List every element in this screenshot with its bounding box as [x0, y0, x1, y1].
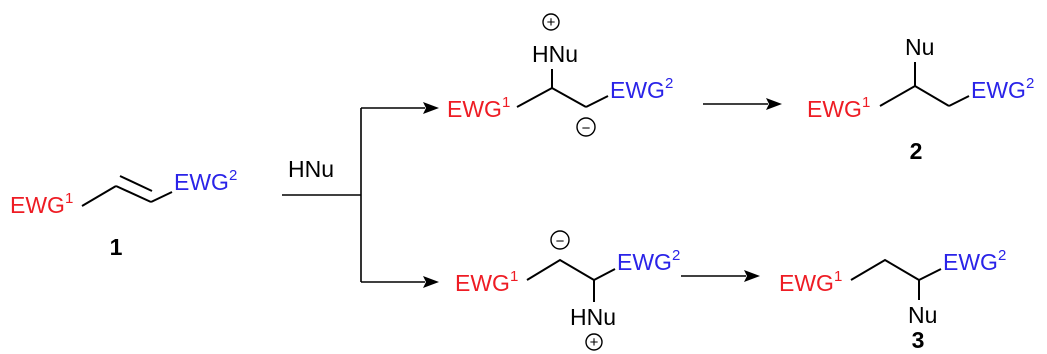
ewg2-label: EWG2: [174, 167, 237, 195]
bond: [516, 86, 587, 108]
nucleophile-label: HNu: [532, 41, 578, 67]
plus-charge-symbol: +: [547, 14, 556, 31]
ewg1-label: EWG1: [807, 94, 870, 122]
ewg1-label: EWG1: [10, 190, 73, 218]
minus-charge-symbol: −: [556, 233, 565, 250]
plus-charge-symbol: +: [590, 334, 599, 351]
compound-label-1: 1: [110, 234, 123, 260]
product-3: EWG1 EWG2 Nu 3: [779, 247, 1006, 353]
ewg2-label: EWG2: [617, 247, 680, 275]
branch-arrows: HNu: [282, 102, 439, 288]
bond: [879, 84, 950, 107]
bond: [850, 258, 920, 281]
starting-alkene: EWG1 EWG2 1: [10, 167, 237, 260]
minus-charge-icon: [576, 117, 596, 137]
bond-blue: [150, 191, 173, 203]
bond: [81, 185, 117, 207]
ewg1-label: EWG1: [779, 268, 842, 296]
product-2: Nu EWG1 EWG2 2: [807, 34, 1034, 164]
ewg2-label: EWG2: [610, 75, 673, 103]
plus-charge-icon: [542, 13, 560, 31]
ewg2-label: EWG2: [971, 75, 1034, 103]
compound-label-3: 3: [912, 327, 925, 353]
intermediate-top: + HNu EWG1 EWG2 −: [447, 13, 673, 137]
arrowhead: [744, 270, 760, 282]
arrowhead: [766, 98, 782, 110]
double-bond: [115, 175, 153, 203]
arrowhead-bottom: [423, 276, 439, 288]
bond: [526, 258, 595, 281]
bond-blue: [918, 268, 942, 281]
nucleophile-label: HNu: [570, 304, 616, 330]
nu-label: Nu: [905, 34, 934, 60]
ewg1-label: EWG1: [455, 268, 518, 296]
compound-label-2: 2: [910, 138, 923, 164]
minus-charge-icon: [550, 230, 570, 250]
bond-blue: [585, 95, 609, 108]
nu-label: Nu: [908, 302, 937, 328]
intermediate-bottom: − EWG1 EWG2 HNu +: [455, 230, 680, 351]
bond-blue: [948, 95, 970, 107]
arrowhead-top: [423, 102, 439, 114]
bond-blue: [593, 268, 616, 281]
plus-charge-icon: [585, 333, 603, 351]
minus-charge-symbol: −: [582, 120, 591, 137]
reagent-label: HNu: [288, 156, 334, 182]
ewg1-label: EWG1: [447, 94, 510, 122]
ewg2-label: EWG2: [943, 247, 1006, 275]
